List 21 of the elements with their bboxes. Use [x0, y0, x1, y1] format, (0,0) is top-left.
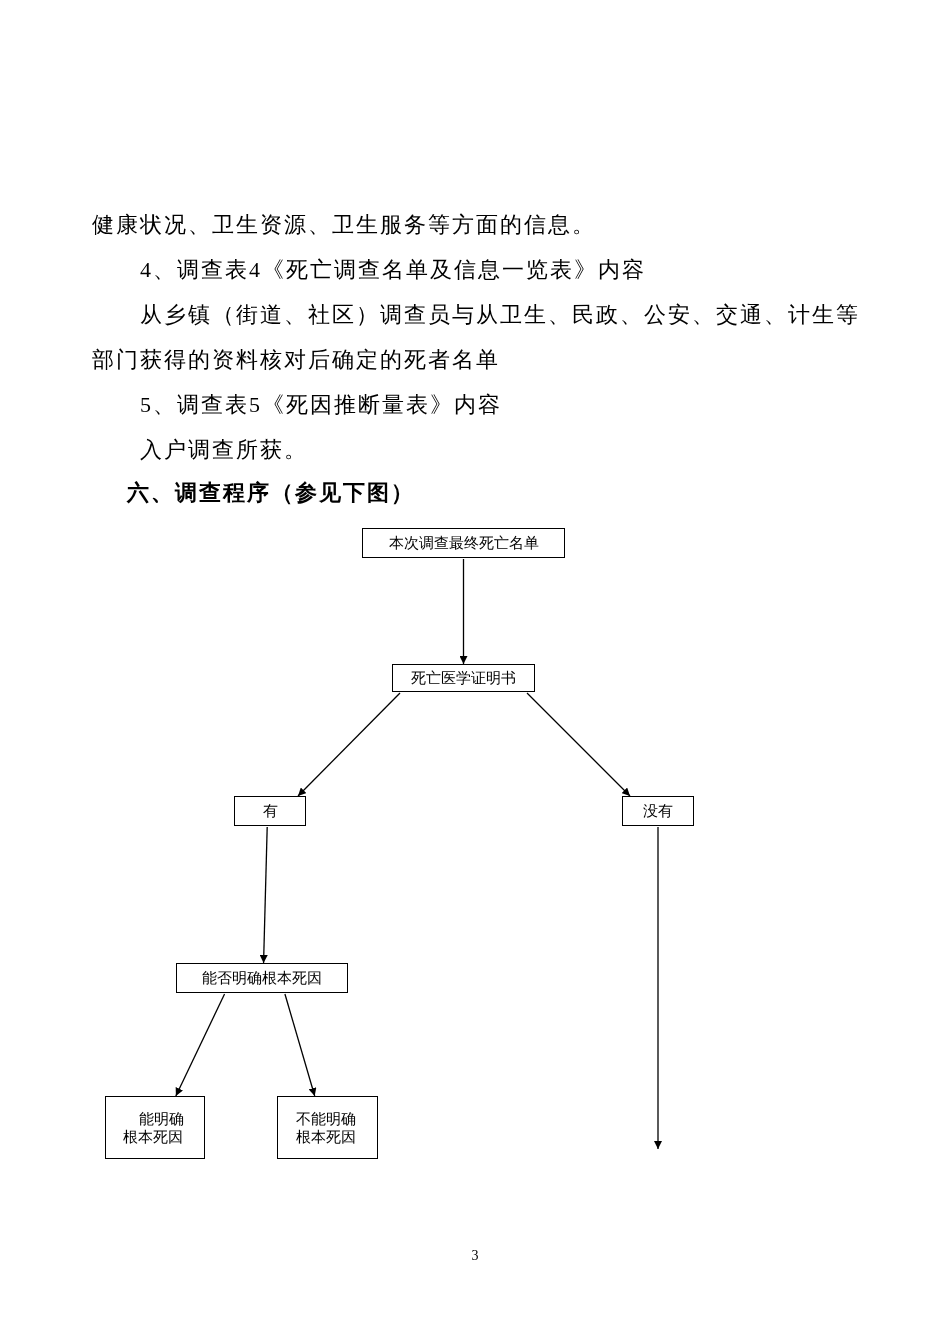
- paragraph: 4、调查表4《死亡调查名单及信息一览表》内容: [140, 256, 647, 284]
- process-box: 死亡医学证明书: [392, 664, 535, 692]
- arrow: [654, 826, 662, 1150]
- process-box: 有: [234, 796, 306, 826]
- paragraph: 健康状况、卫生资源、卫生服务等方面的信息。: [92, 211, 597, 239]
- process-box: 不能明确根本死因: [277, 1096, 378, 1159]
- arrow: [259, 826, 268, 964]
- arrow: [175, 993, 226, 1097]
- paragraph: 入户调查所获。: [140, 436, 309, 464]
- arrow: [459, 558, 468, 665]
- paragraph: 从乡镇（街道、社区）调查员与从卫生、民政、公安、交通、计生等部门获得的资料核对后确定的死者名单: [92, 301, 861, 374]
- process-box: 能明确根本死因: [105, 1096, 205, 1159]
- section-heading: 六、调查程序（参见下图）: [127, 479, 416, 507]
- arrow: [284, 993, 317, 1097]
- process-box: 能否明确根本死因: [176, 963, 348, 993]
- arrow: [297, 692, 401, 797]
- page-number: 3: [470, 1248, 480, 1264]
- paragraph: 5、调查表5《死因推断量表》内容: [140, 391, 503, 419]
- arrow: [526, 692, 631, 797]
- process-box: 本次调查最终死亡名单: [362, 528, 565, 558]
- process-box: 没有: [622, 796, 694, 826]
